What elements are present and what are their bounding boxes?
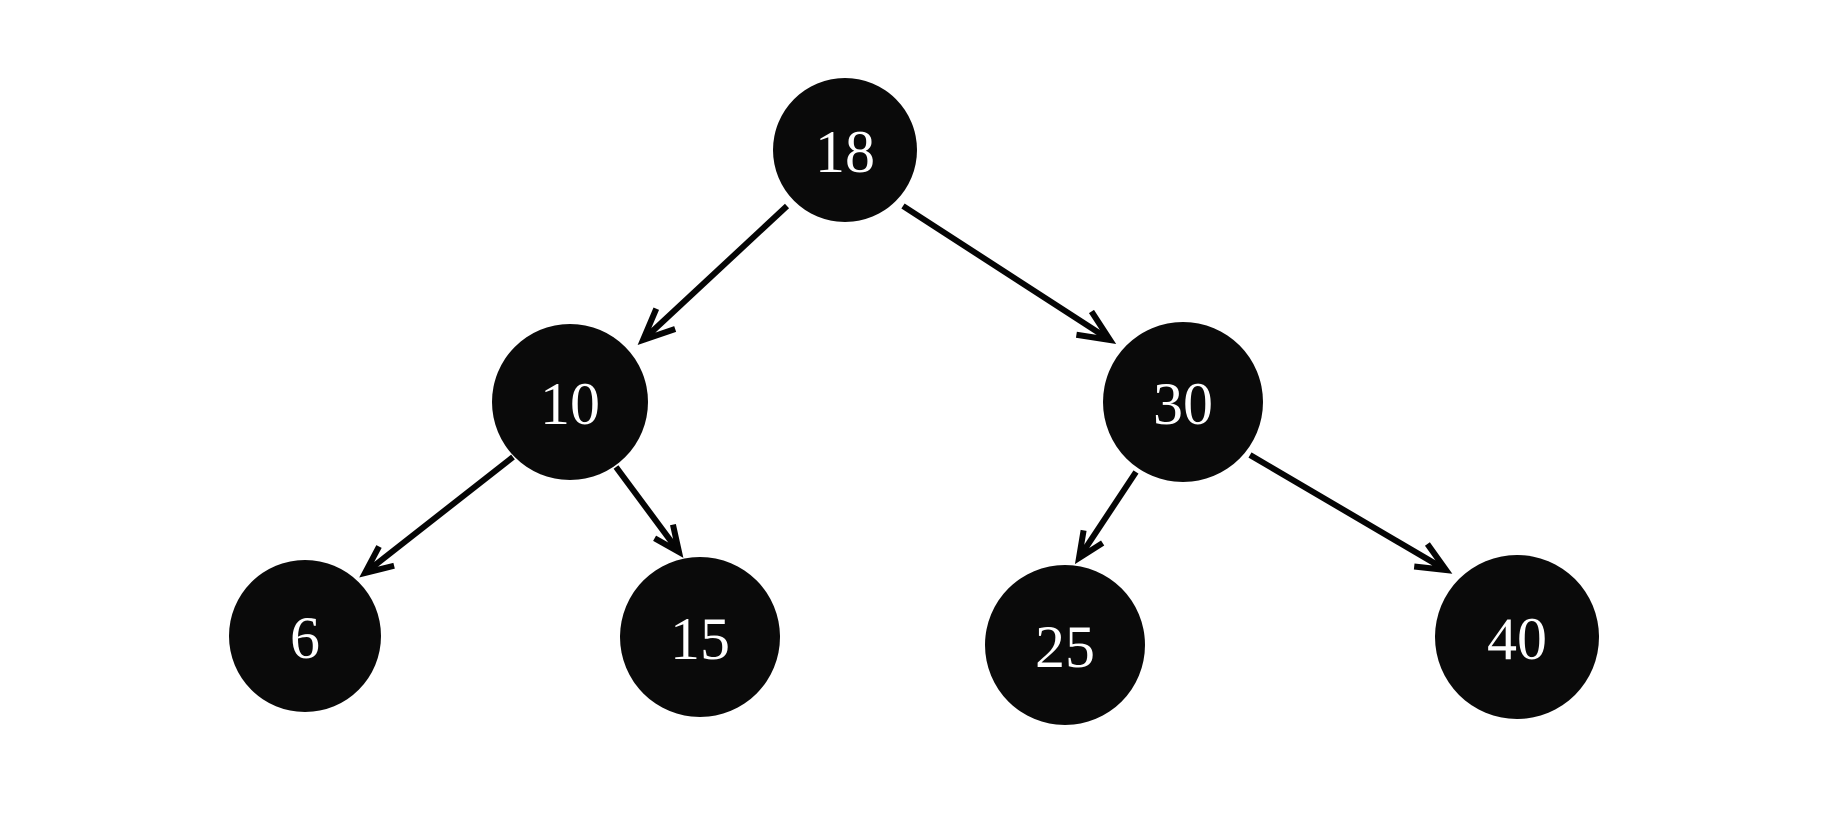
tree-node[interactable]: 30	[1103, 322, 1263, 482]
edge-line	[901, 203, 1112, 343]
tree-edge	[1248, 452, 1453, 574]
edge-arrowhead-icon	[1413, 542, 1453, 574]
edge-arrowhead-icon	[359, 545, 395, 578]
node-circle[interactable]	[1435, 555, 1599, 719]
edge-line	[1248, 452, 1448, 573]
tree-edge	[901, 203, 1117, 344]
tree-edge	[1074, 470, 1139, 565]
node-label: 15	[670, 606, 730, 672]
edges-layer	[359, 203, 1453, 578]
tree-node[interactable]: 18	[773, 78, 917, 222]
edge-line	[613, 465, 682, 554]
edge-line	[640, 203, 790, 343]
node-circle[interactable]	[1103, 322, 1263, 482]
node-circle[interactable]	[492, 324, 648, 480]
node-label: 10	[540, 371, 600, 437]
tree-node[interactable]: 6	[229, 560, 381, 712]
edge-line	[1076, 470, 1139, 560]
node-label: 6	[290, 605, 320, 671]
nodes-layer: 18 10 30 6 15 25 40	[229, 78, 1599, 725]
node-circle[interactable]	[773, 78, 917, 222]
node-label: 25	[1035, 614, 1095, 680]
tree-edge	[359, 454, 515, 578]
node-circle[interactable]	[985, 565, 1145, 725]
edge-arrowhead-icon	[1075, 309, 1117, 344]
tree-node[interactable]: 15	[620, 557, 780, 717]
edge-arrowhead-icon	[653, 524, 684, 558]
edge-arrowhead-icon	[637, 307, 677, 346]
node-circle[interactable]	[229, 560, 381, 712]
node-label: 40	[1487, 606, 1547, 672]
tree-node[interactable]: 10	[492, 324, 648, 480]
node-circle[interactable]	[620, 557, 780, 717]
node-label: 18	[815, 119, 875, 185]
tree-node[interactable]: 40	[1435, 555, 1599, 719]
edge-line	[363, 454, 515, 576]
tree-node[interactable]: 25	[985, 565, 1145, 725]
tree-edge	[613, 465, 684, 558]
node-label: 30	[1153, 371, 1213, 437]
edge-arrowhead-icon	[1074, 529, 1105, 565]
tree-edge	[637, 203, 790, 346]
